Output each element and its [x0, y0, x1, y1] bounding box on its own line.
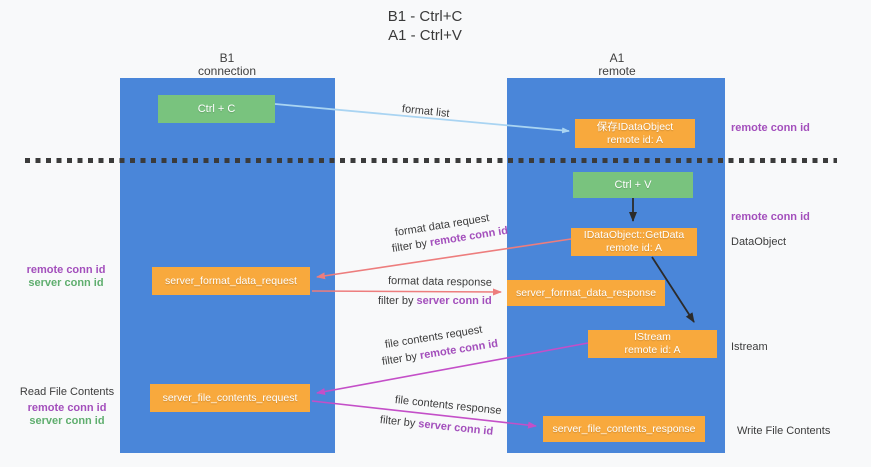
annotation-istream: Istream: [731, 341, 768, 353]
node-server-file-contents-request: server_file_contents_request: [150, 384, 310, 412]
write-file-contents-text: Write File Contents: [737, 425, 831, 437]
lifeline-a1-title: A1: [609, 51, 625, 65]
title-line-1: B1 - Ctrl+C: [387, 8, 463, 25]
node-save-idataobject: 保存IDataObject remote id: A: [575, 119, 695, 148]
server-conn-id-text: server conn id: [416, 295, 492, 307]
annotation-read-file-contents: Read File Contents remote conn id server…: [13, 386, 121, 428]
remote-conn-id-text: remote conn id: [26, 264, 106, 276]
node-ctrl-c: Ctrl + C: [158, 95, 275, 123]
node-file-response-label: server_file_contents_response: [552, 422, 696, 435]
node-file-request-label: server_file_contents_request: [162, 391, 298, 404]
server-conn-id-text: server conn id: [28, 277, 104, 289]
format-list-text: format list: [401, 103, 451, 120]
node-ctrl-v-label: Ctrl + V: [614, 179, 652, 191]
node-server-format-data-response: server_format_data_response: [507, 280, 665, 306]
filter-by-text: filter by: [379, 414, 419, 430]
annotation-remote-conn-id-top: remote conn id: [731, 122, 810, 134]
annotation-dataobject: DataObject: [731, 236, 786, 248]
annotation-remote-conn-id-mid: remote conn id: [731, 211, 810, 223]
server-conn-id-text: server conn id: [417, 418, 494, 438]
phase-separator-dashed-line: [25, 158, 837, 163]
lifeline-header-b1: B1 connection: [157, 52, 297, 78]
lifeline-a1-subtitle: remote: [598, 64, 636, 78]
node-save-idataobject-line1: 保存IDataObject: [596, 120, 674, 133]
remote-conn-id-text: remote conn id: [731, 211, 810, 223]
arrow-label-format-list: format list: [401, 103, 450, 120]
arrow-format-data-response: [311, 288, 502, 296]
lifeline-b1-subtitle: connection: [197, 64, 257, 78]
lifeline-b1-title: B1: [219, 51, 235, 65]
node-ctrl-c-label: Ctrl + C: [197, 103, 236, 115]
arrow-label-file-contents-response: file contents response: [394, 394, 502, 417]
node-getdata-line1: IDataObject::GetData: [583, 229, 685, 241]
diagram-title: B1 - Ctrl+C A1 - Ctrl+V: [325, 7, 525, 45]
node-server-format-data-request: server_format_data_request: [152, 267, 310, 295]
remote-conn-id-text: remote conn id: [731, 122, 810, 134]
node-istream: IStream remote id: A: [588, 330, 717, 358]
node-istream-line1: IStream: [634, 331, 671, 343]
node-istream-line2: remote id: A: [624, 344, 681, 356]
node-format-response-label: server_format_data_response: [515, 286, 657, 299]
annotation-write-file-contents: Write File Contents: [737, 425, 830, 437]
filter-by-text: filter by: [391, 237, 431, 255]
arrow-label-file-response-filter: filter by server conn id: [379, 414, 493, 438]
arrow-label-format-data-response: format data response: [388, 275, 492, 289]
read-file-contents-text: Read File Contents: [19, 386, 115, 398]
server-conn-id-text: server conn id: [29, 415, 105, 427]
filter-by-text: filter by: [381, 350, 421, 368]
node-getdata-line2: remote id: A: [605, 242, 663, 254]
filter-by-text: filter by: [378, 295, 417, 307]
node-format-request-label: server_format_data_request: [165, 274, 297, 287]
remote-conn-id-text: remote conn id: [27, 402, 107, 414]
annotation-left-conn-ids: remote conn id server conn id: [18, 264, 114, 290]
node-idataobject-getdata: IDataObject::GetData remote id: A: [571, 228, 697, 256]
node-server-file-contents-response: server_file_contents_response: [543, 416, 705, 442]
file-contents-response-text: file contents response: [394, 394, 503, 418]
arrow-label-format-response-filter: filter by server conn id: [378, 295, 492, 307]
title-line-2: A1 - Ctrl+V: [388, 27, 462, 44]
dataobject-text: DataObject: [731, 236, 787, 248]
format-data-response-text: format data response: [387, 275, 493, 289]
node-ctrl-v: Ctrl + V: [573, 172, 693, 198]
node-save-idataobject-line2: remote id: A: [606, 133, 664, 146]
lifeline-header-a1: A1 remote: [547, 52, 687, 78]
istream-text: Istream: [731, 341, 768, 353]
